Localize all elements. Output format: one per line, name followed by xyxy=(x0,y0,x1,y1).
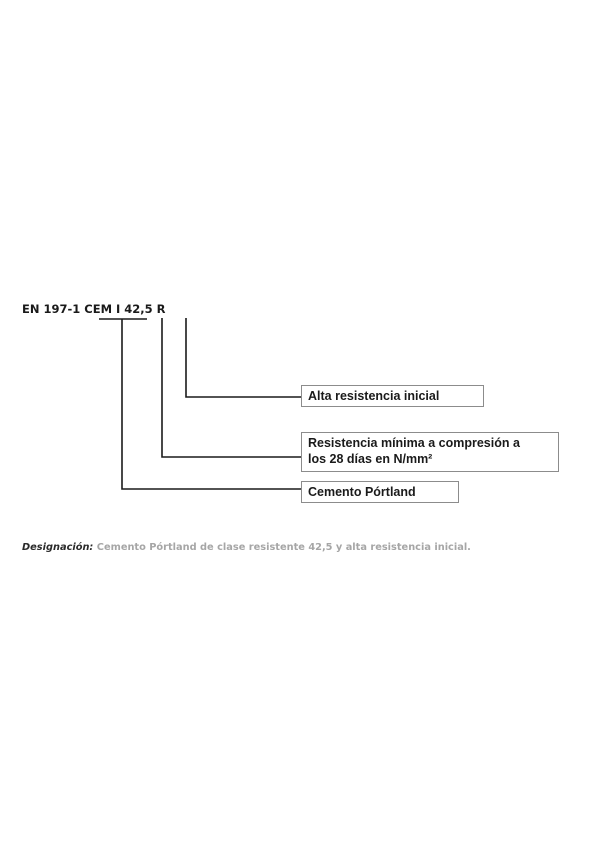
caption-label: Designación: xyxy=(22,542,94,553)
label-resistencia-minima: Resistencia mínima a compresión a los 28… xyxy=(301,432,559,472)
resistencia-connector xyxy=(161,318,301,458)
label-cemento-text: Cemento Pórtland xyxy=(308,485,416,499)
caption: Designación: Cemento Pórtland de clase r… xyxy=(22,542,471,553)
cemento-connector xyxy=(121,319,301,490)
caption-text: Cemento Pórtland de clase resistente 42,… xyxy=(93,542,471,553)
label-resistencia-line1: Resistencia mínima a compresión a xyxy=(308,436,520,450)
label-alta-resistencia: Alta resistencia inicial xyxy=(301,385,484,407)
label-cemento-portland: Cemento Pórtland xyxy=(301,481,459,503)
label-alta-text: Alta resistencia inicial xyxy=(308,389,440,403)
alta-connector xyxy=(185,318,301,398)
label-resistencia-line2: los 28 días en N/mm² xyxy=(308,452,433,466)
designation-code: EN 197-1 CEM I 42,5 R xyxy=(22,302,166,316)
